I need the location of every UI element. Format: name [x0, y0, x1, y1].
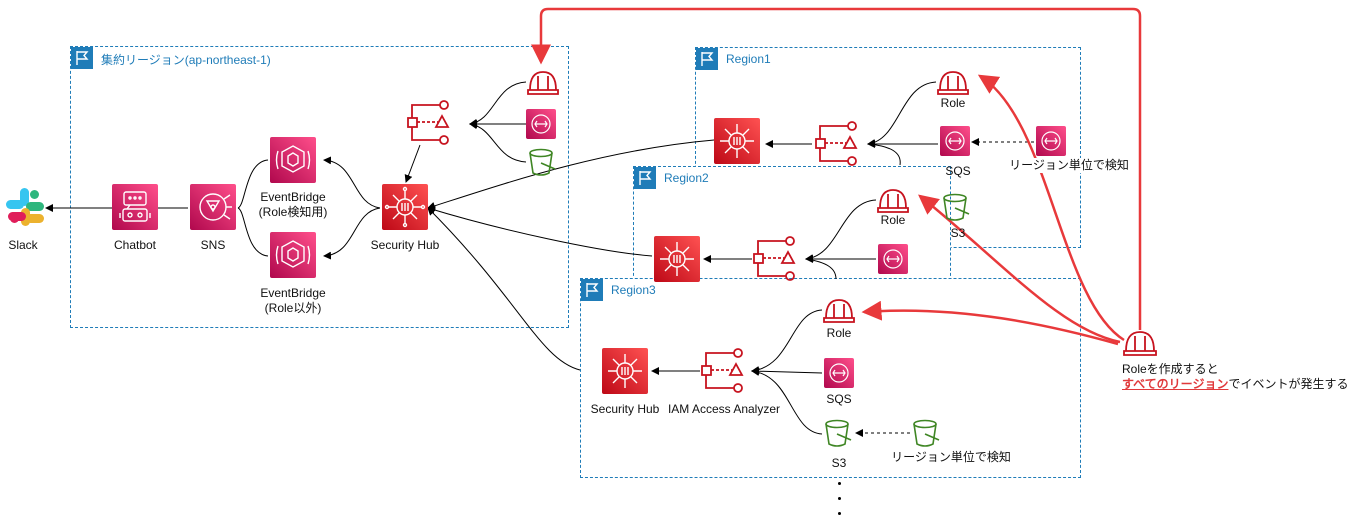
r1-region-detect-label: リージョン単位で検知 — [1004, 158, 1134, 173]
sqs-icon — [1036, 126, 1066, 156]
sns-label: SNS — [200, 238, 226, 252]
eventbridge-other-label-line1: EventBridge — [260, 286, 326, 300]
iam-role-icon — [823, 299, 855, 323]
sqs-icon — [526, 109, 556, 139]
iam-role-icon — [877, 189, 909, 213]
aggregate-region: 集約リージョン(ap-northeast-1) — [70, 46, 569, 328]
eventbridge-role-label-line2: (Role検知用) — [258, 205, 328, 219]
slack-label: Slack — [8, 238, 38, 252]
ellipsis-dot — [838, 497, 841, 500]
ellipsis-dot — [838, 482, 841, 485]
note-line1: Roleを作成すると — [1122, 362, 1219, 376]
r3-role-label: Role — [826, 326, 852, 340]
eventbridge-other-icon — [270, 232, 316, 278]
eventbridge-other-label-line2: (Role以外) — [264, 301, 322, 315]
eventbridge-other-label: EventBridge (Role以外) — [248, 286, 338, 316]
r3-security-hub-label: Security Hub — [590, 402, 660, 416]
sqs-icon — [824, 358, 854, 388]
chatbot-icon — [112, 184, 158, 230]
access-analyzer-icon — [701, 348, 744, 393]
security-hub-icon — [382, 184, 428, 230]
region-flag-icon — [581, 279, 603, 301]
r1-s3-label: S3 — [950, 226, 966, 240]
r3-region-detect-label: リージョン単位で検知 — [891, 450, 1011, 464]
eventbridge-role-label-line1: EventBridge — [260, 190, 326, 204]
note-line2-emphasis: すべてのリージョン — [1122, 377, 1229, 391]
r3-iam-access-analyzer-label: IAM Access Analyzer — [667, 402, 781, 416]
s3-bucket-icon — [943, 193, 970, 221]
access-analyzer-icon — [407, 100, 450, 145]
eventbridge-role-label: EventBridge (Role検知用) — [248, 190, 338, 220]
note-line2: すべてのリージョンでイベントが発生する — [1122, 377, 1348, 392]
region1-title: Region1 — [726, 52, 771, 66]
iam-role-icon — [1123, 331, 1157, 356]
s3-bucket-icon — [529, 148, 556, 176]
region-flag-icon — [71, 47, 93, 69]
sqs-icon — [878, 244, 908, 274]
r1-role-label: Role — [940, 96, 966, 110]
s3-bucket-icon — [825, 419, 852, 447]
security-hub-icon — [714, 118, 760, 164]
region-flag-icon — [634, 167, 656, 189]
iam-role-icon — [527, 71, 559, 95]
chatbot-label: Chatbot — [113, 238, 157, 252]
slack-icon — [6, 188, 44, 226]
ellipsis-dot — [838, 512, 841, 515]
security-hub-icon — [602, 348, 648, 394]
aggregate-region-title: 集約リージョン(ap-northeast-1) — [101, 53, 271, 67]
r3-s3-label: S3 — [831, 456, 847, 470]
region3-title: Region3 — [611, 283, 656, 297]
region-flag-icon — [696, 48, 718, 70]
eventbridge-role-icon — [270, 137, 316, 183]
sns-icon — [190, 184, 236, 230]
access-analyzer-icon — [815, 121, 858, 166]
sqs-icon — [940, 126, 970, 156]
r3-sqs-label: SQS — [826, 392, 852, 406]
r2-role-label: Role — [880, 213, 906, 227]
iam-role-icon — [937, 71, 969, 95]
security-hub-icon — [654, 236, 700, 282]
access-analyzer-icon — [753, 236, 796, 281]
s3-bucket-icon — [913, 419, 940, 447]
region2-title: Region2 — [664, 171, 709, 185]
r1-sqs-label: SQS — [945, 164, 971, 178]
security-hub-label: Security Hub — [370, 238, 440, 252]
region1: Region1 — [695, 47, 1081, 248]
note-line2-rest: でイベントが発生する — [1228, 377, 1349, 391]
